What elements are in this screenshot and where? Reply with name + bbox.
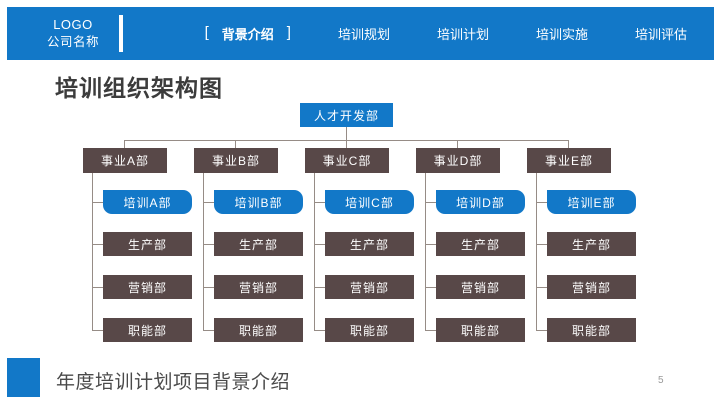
connector-line [425, 330, 436, 331]
org-node-child: 营销部 [214, 275, 303, 299]
connector-line [92, 173, 93, 330]
bracket-left-icon: [ [204, 24, 209, 41]
connector-line [124, 140, 125, 148]
tab-training-evaluation[interactable]: 培训评估 [634, 27, 687, 42]
org-node-child: 营销部 [436, 275, 525, 299]
org-branch-d: 事业D部 培训D部 生产部 营销部 职能部 [416, 148, 527, 345]
connector-line [536, 244, 547, 245]
tab-training-plan[interactable]: 培训计划 [436, 27, 489, 42]
nav-tabs: [ 背景介绍 ] 培训规划 培训计划 培训实施 培训评估 [123, 24, 714, 43]
org-node-parent: 事业B部 [194, 148, 278, 173]
org-node-child: 职能部 [325, 318, 414, 342]
org-node-child: 营销部 [547, 275, 636, 299]
page-title: 培训组织架构图 [55, 75, 223, 101]
connector-line [425, 202, 436, 203]
org-node-training: 培训E部 [547, 190, 636, 214]
tab-training-planning[interactable]: 培训规划 [337, 27, 390, 42]
connector-line [536, 202, 547, 203]
org-branch-c: 事业C部 培训C部 生产部 营销部 职能部 [305, 148, 416, 345]
org-node-training: 培训A部 [103, 190, 192, 214]
org-node-child: 营销部 [325, 275, 414, 299]
connector-line [92, 202, 103, 203]
connector-line [314, 330, 325, 331]
org-node-training: 培训D部 [436, 190, 525, 214]
org-node-child: 生产部 [325, 232, 414, 256]
org-branch-a: 事业A部 培训A部 生产部 营销部 职能部 [83, 148, 194, 345]
org-node-child: 职能部 [103, 318, 192, 342]
connector-line [203, 244, 214, 245]
org-node-parent: 事业E部 [527, 148, 611, 173]
connector-line [536, 287, 547, 288]
connector-line [346, 127, 347, 140]
org-node-parent: 事业C部 [305, 148, 389, 173]
bracket-right-icon: ] [286, 24, 291, 41]
page-number: 5 [658, 375, 664, 386]
org-node-child: 职能部 [547, 318, 636, 342]
org-node-child: 生产部 [547, 232, 636, 256]
connector-line [457, 140, 458, 148]
org-node-training: 培训C部 [325, 190, 414, 214]
org-node-child: 职能部 [436, 318, 525, 342]
org-node-parent: 事业D部 [416, 148, 500, 173]
company-logo: LOGO 公司名称 [31, 17, 115, 50]
org-node-child: 职能部 [214, 318, 303, 342]
org-node-child: 生产部 [214, 232, 303, 256]
connector-line [568, 140, 569, 148]
org-node-training: 培训B部 [214, 190, 303, 214]
connector-line [203, 202, 214, 203]
tab-background-intro[interactable]: [ 背景介绍 ] [205, 24, 291, 43]
connector-line [536, 173, 537, 330]
connector-line [92, 330, 103, 331]
org-chart: 人才开发部 事业A部 培训A部 生产部 营销部 职能部 事业B部 培训B [83, 103, 638, 345]
org-node-child: 生产部 [436, 232, 525, 256]
logo-text: LOGO [53, 16, 93, 32]
connector-line [92, 244, 103, 245]
connector-line [235, 140, 236, 148]
connector-line [92, 287, 103, 288]
connector-line [425, 287, 436, 288]
footer-caption: 年度培训计划项目背景介绍 [56, 372, 291, 393]
connector-line [314, 173, 315, 330]
connector-line [346, 140, 347, 148]
connector-line [536, 330, 547, 331]
connector-line [314, 244, 325, 245]
company-name: 公司名称 [46, 34, 99, 49]
connector-line [425, 244, 436, 245]
connector-line [314, 287, 325, 288]
org-node-root: 人才开发部 [300, 103, 393, 127]
connector-line [425, 173, 426, 330]
org-node-child: 营销部 [103, 275, 192, 299]
connector-line [314, 202, 325, 203]
tab-training-implementation[interactable]: 培训实施 [535, 27, 588, 42]
footer-accent-square [7, 358, 40, 397]
org-node-parent: 事业A部 [83, 148, 167, 173]
header-divider [119, 15, 123, 52]
connector-line [203, 173, 204, 330]
tab-label: 背景介绍 [221, 27, 274, 42]
org-branch-e: 事业E部 培训E部 生产部 营销部 职能部 [527, 148, 638, 345]
org-branch-b: 事业B部 培训B部 生产部 营销部 职能部 [194, 148, 305, 345]
connector-line [203, 287, 214, 288]
org-node-child: 生产部 [103, 232, 192, 256]
connector-line [203, 330, 214, 331]
header-bar: LOGO 公司名称 [ 背景介绍 ] 培训规划 培训计划 培训实施 培训评估 [7, 7, 714, 60]
